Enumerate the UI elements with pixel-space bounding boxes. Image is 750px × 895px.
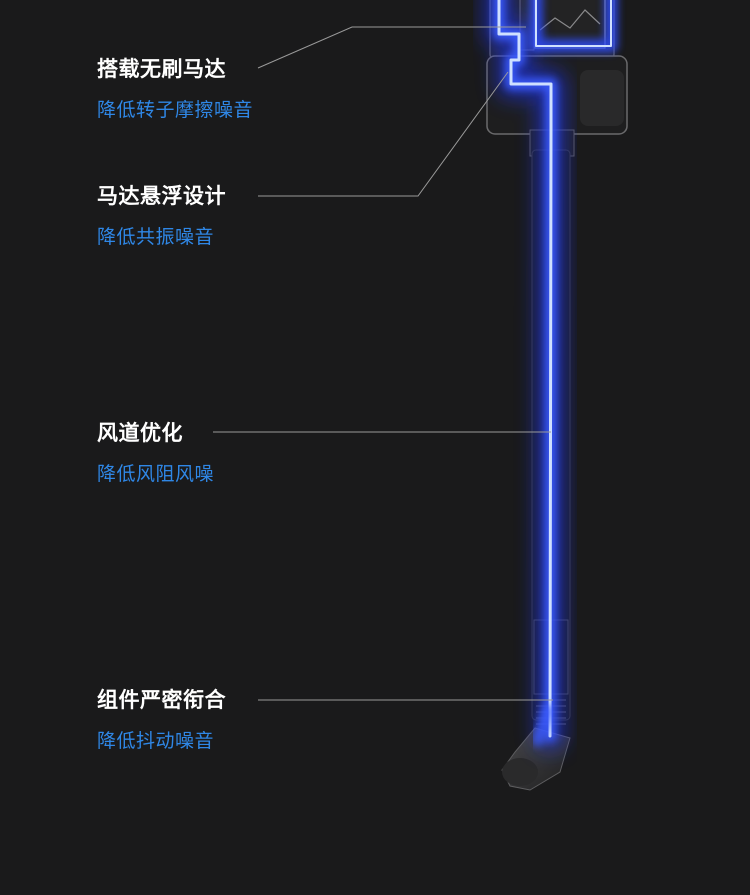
feature-subtitle: 降低转子摩擦噪音 xyxy=(97,99,254,121)
feature-title: 马达悬浮设计 xyxy=(97,184,226,208)
feature-tight-assembly: 组件严密衔合 降低抖动噪音 xyxy=(97,687,226,753)
feature-title: 组件严密衔合 xyxy=(97,688,226,712)
feature-subtitle: 降低抖动噪音 xyxy=(97,730,215,752)
feature-airduct-optimization: 风道优化 降低风阻风噪 xyxy=(97,420,214,486)
callout-lines xyxy=(213,26,553,701)
feature-brushless-motor: 搭载无刷马达 降低转子摩擦噪音 xyxy=(97,56,253,122)
feature-motor-suspension: 马达悬浮设计 降低共振噪音 xyxy=(97,183,226,249)
callout-line-motor xyxy=(257,26,526,69)
airflow-glow xyxy=(484,0,618,751)
feature-subtitle: 降低风阻风噪 xyxy=(97,463,215,485)
feature-subtitle: 降低共振噪音 xyxy=(97,226,215,248)
callout-line-suspension xyxy=(258,71,509,197)
feature-title: 风道优化 xyxy=(97,421,183,445)
feature-title: 搭载无刷马达 xyxy=(97,57,226,81)
